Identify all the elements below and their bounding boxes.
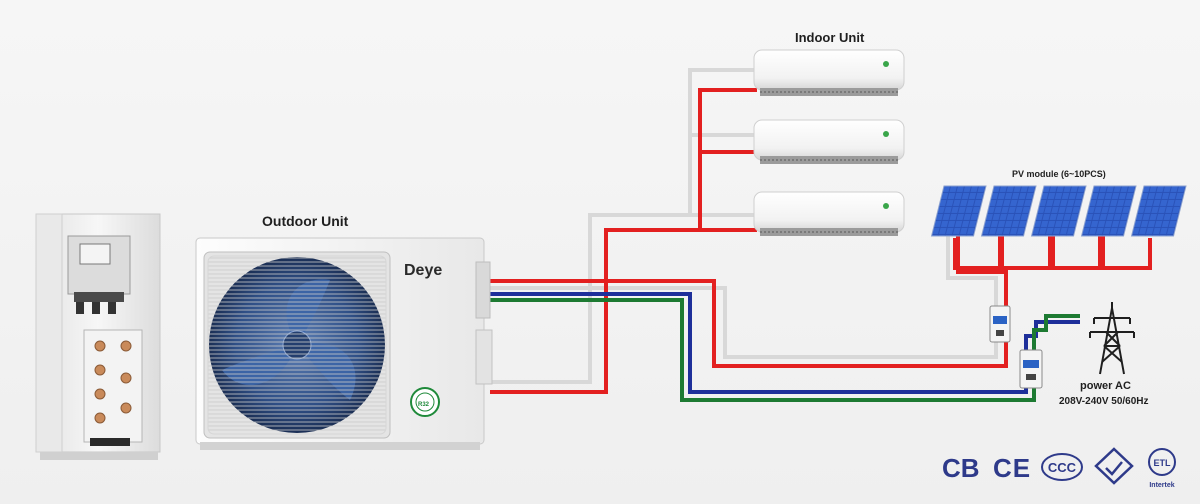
white-wire-pv [490,286,998,359]
ccc-mark-text: CCC [1048,460,1077,475]
pv-module-label: PV module (6~10PCS) [1012,169,1106,179]
indoor-unit-2 [753,119,905,164]
power-ac-label: power AC [1080,380,1131,392]
r32-badge-icon [410,387,440,417]
outdoor-unit-side-view [35,213,161,460]
outdoor-unit-label: Outdoor Unit [262,213,349,229]
pv-link-red [956,236,1008,310]
refrigerant-badge-label: R32 [418,402,430,408]
indoor-unit-1 [753,49,905,96]
ccc-mark-icon: CCC [1041,453,1083,481]
red-wire-pv [490,279,1008,368]
pv-link-white [946,236,998,310]
etl-mark-text: ETL [1154,458,1172,468]
power-spec-label: 208V-240V 50/60Hz [1059,396,1149,407]
copper-valves [94,340,132,424]
brand-logo: Deye [404,262,443,279]
pv-panel-4 [1080,185,1137,237]
indoor-unit-3 [753,191,905,236]
pv-panel-1 [930,185,987,237]
power-tower-icon [1089,302,1135,375]
pv-series-red [953,236,1152,270]
pv-modules [930,185,1187,237]
pv-panel-3 [1030,185,1087,237]
breaker-ac [1019,349,1043,389]
indoor-unit-label: Indoor Unit [795,30,865,45]
outdoor-unit-front [195,237,493,450]
cb-mark: CB [942,453,980,483]
white-wire-upper [490,68,757,384]
pv-panel-2 [980,185,1037,237]
rcm-mark-icon [1094,447,1134,485]
ce-mark: CE [993,453,1031,483]
breaker-pv [989,305,1011,343]
certifications: CB CE CCC ETL Intertek [942,447,1176,489]
pv-panel-5 [1130,185,1187,237]
intertek-mark-text: Intertek [1149,482,1174,489]
etl-mark-icon: ETL Intertek [1148,448,1176,489]
